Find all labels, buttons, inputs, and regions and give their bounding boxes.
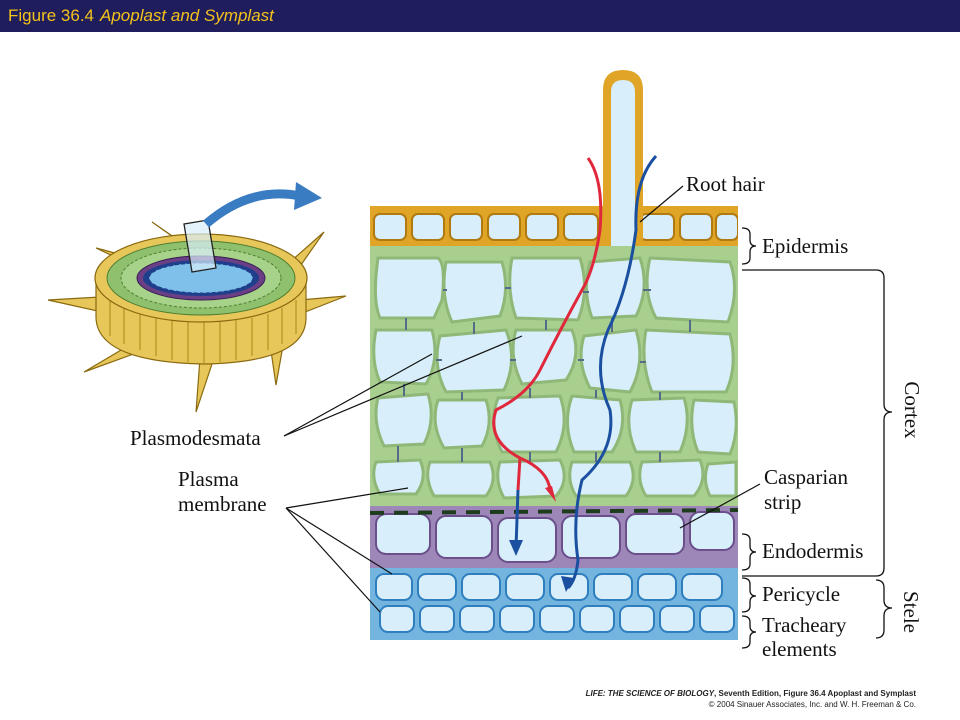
label-plasma-line2: membrane [178,492,267,516]
label-plasma-line1: Plasma [178,467,239,491]
label-endodermis: Endodermis [762,539,863,563]
braces [741,227,893,649]
leader-lines [283,185,761,613]
label-tracheary-line1: Tracheary [762,613,847,637]
label-epidermis: Epidermis [762,234,848,258]
credit-line: LIFE: THE SCIENCE OF BIOLOGY, Seventh Ed… [586,688,916,710]
label-root-hair: Root hair [686,172,765,196]
label-stele: Stele [899,591,923,633]
label-casparian-line2: strip [764,490,801,514]
figure-title: Figure 36.4 Apoplast and Symplast [8,6,274,26]
label-casparian-line1: Casparian [764,465,848,489]
label-plasmodesmata: Plasmodesmata [130,426,261,450]
title-bar: Figure 36.4 Apoplast and Symplast [0,0,960,32]
figure-name: Apoplast and Symplast [100,6,274,25]
root-cross-section [47,219,347,413]
credit-figure: , Seventh Edition, Figure 36.4 Apoplast … [714,689,916,698]
label-pericycle: Pericycle [762,582,840,606]
figure-number: Figure 36.4 [8,6,94,25]
apoplast-path [492,157,603,502]
diagram: Root hair Epidermis Cortex Plasmodesmata… [47,70,924,661]
credit-copyright: © 2004 Sinauer Associates, Inc. and W. H… [708,700,916,709]
zoom-arrow [203,182,322,228]
root-hair [603,70,643,246]
tissue-section [370,206,738,640]
symplast-path [509,154,658,592]
label-tracheary-line2: elements [762,637,837,661]
label-cortex: Cortex [900,381,924,439]
credit-book-title: LIFE: THE SCIENCE OF BIOLOGY [585,689,715,698]
